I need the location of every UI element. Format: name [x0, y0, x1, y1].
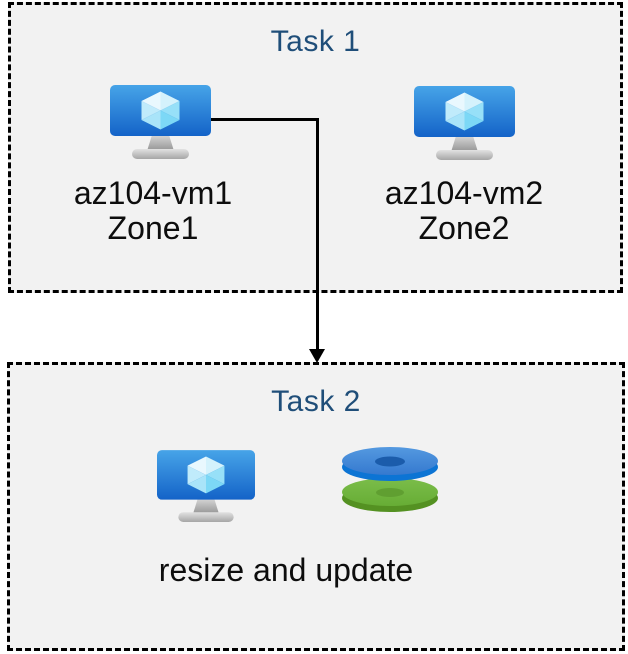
virtual-machine-icon: [110, 85, 211, 159]
arrow-down-icon: [309, 349, 325, 363]
virtual-machine-icon: [157, 450, 255, 522]
vm2-zone: Zone2: [418, 210, 510, 246]
vm1-label: az104-vm1 Zone1: [43, 176, 263, 246]
task1-title: Task 1: [270, 25, 361, 58]
vm1-zone: Zone1: [107, 210, 199, 246]
task1-box: Task 1: [8, 2, 623, 293]
connector-line-horizontal: [211, 118, 318, 121]
task2-caption: resize and update: [158, 552, 414, 588]
disk-stack-icon: [342, 447, 438, 512]
task2-title: Task 2: [271, 385, 361, 418]
connector-line-vertical: [316, 118, 319, 351]
vm1-name: az104-vm1: [73, 175, 233, 211]
vm2-label: az104-vm2 Zone2: [354, 176, 574, 246]
virtual-machine-icon: [414, 86, 515, 160]
vm2-name: az104-vm2: [384, 175, 544, 211]
task2-box: Task 2: [7, 362, 625, 651]
